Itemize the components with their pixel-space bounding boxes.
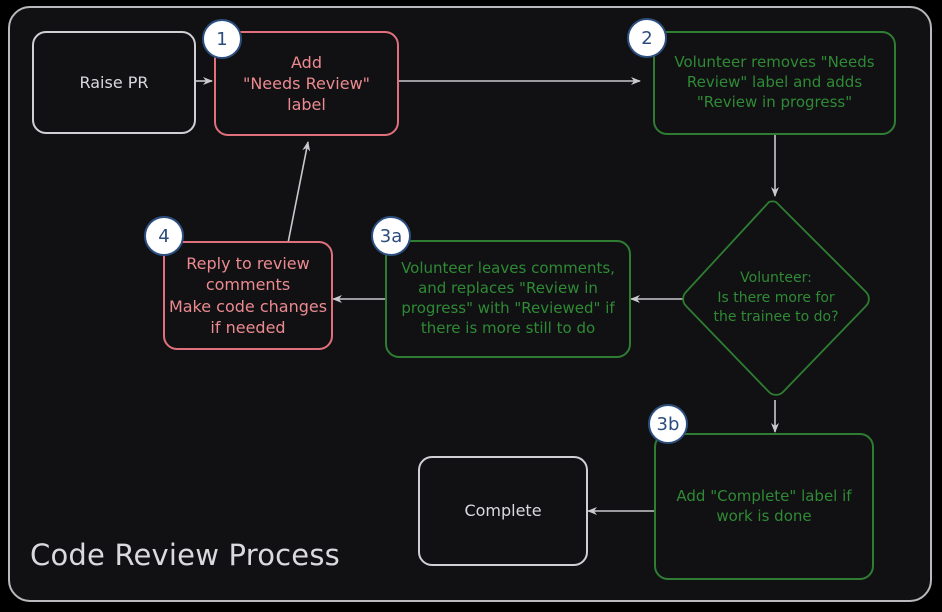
decision-diamond-shape [682, 200, 870, 396]
diagram-title: Code Review Process [30, 538, 340, 572]
node-raise-pr[interactable]: Raise PR [32, 31, 196, 134]
badge-step-1: 1 [202, 19, 242, 59]
node-volunteer-leaves-comments[interactable]: Volunteer leaves comments, and replaces … [385, 240, 631, 358]
badge-step-3b: 3b [648, 404, 688, 444]
decision-label: Volunteer: Is there more for the trainee… [713, 270, 839, 326]
node-add-needs-review-label[interactable]: Add "Needs Review" label [214, 31, 399, 136]
node-complete[interactable]: Complete [418, 456, 588, 566]
node-volunteer-removes-needs-review[interactable]: Volunteer removes "Needs Review" label a… [653, 31, 896, 135]
node-reply-to-review-comments[interactable]: Reply to review comments Make code chang… [163, 241, 333, 350]
node-volunteer-decision[interactable]: Volunteer: Is there more for the trainee… [680, 196, 872, 401]
badge-step-4: 4 [144, 216, 184, 256]
badge-step-2: 2 [627, 18, 667, 58]
badge-step-3a: 3a [371, 216, 411, 256]
node-add-complete-label[interactable]: Add "Complete" label if work is done [654, 433, 874, 580]
